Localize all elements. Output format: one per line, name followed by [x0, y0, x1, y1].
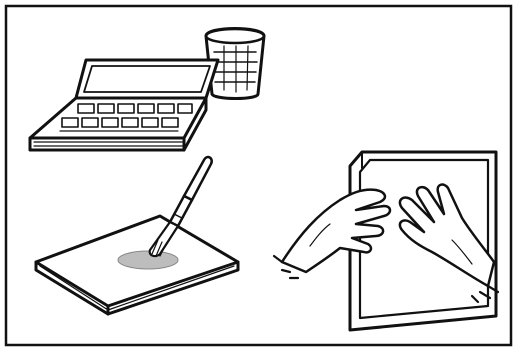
paint-wash	[118, 251, 178, 269]
paint-box-lid	[76, 60, 218, 98]
